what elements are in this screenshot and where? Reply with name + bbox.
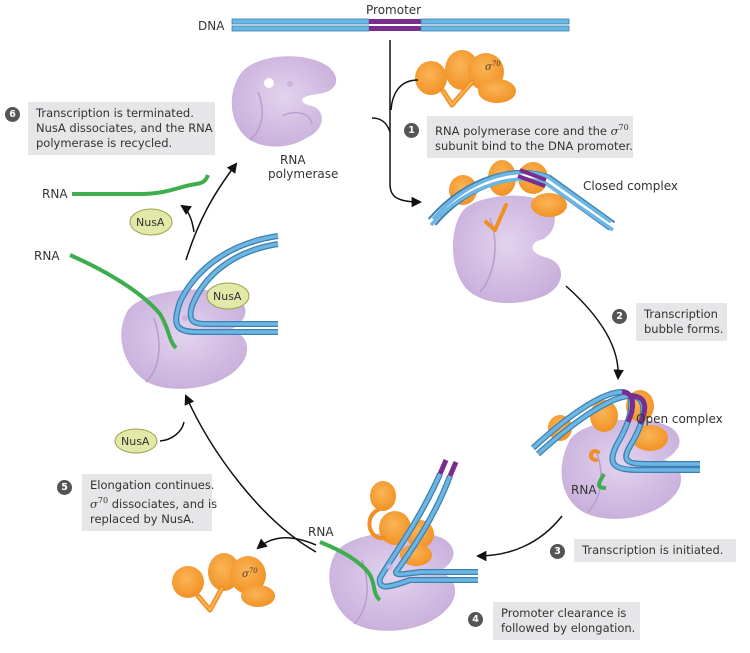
- step-3-box: Transcription is initiated.: [574, 539, 736, 562]
- step-4-line1: Promoter clearance is: [501, 606, 627, 620]
- arrow-nusa-join: [159, 421, 185, 442]
- nusa-released: [129, 208, 173, 236]
- closed-complex: [427, 160, 616, 304]
- rna-polymerase-label-line1: RNA: [280, 153, 306, 167]
- sigma70-released: [172, 553, 275, 613]
- dna-label: DNA: [198, 19, 225, 33]
- arrow-step6: [185, 162, 238, 261]
- open-complex: [530, 388, 700, 519]
- nusa-label-released: NusA: [136, 216, 165, 229]
- released-rna-label: RNA: [42, 187, 68, 201]
- arrow-sigma-release: [256, 537, 317, 550]
- released-rna: [72, 174, 210, 196]
- step-2-line2: bubble forms.: [644, 322, 724, 336]
- step-5-badge: 5: [57, 480, 72, 495]
- elongation-rna-label: RNA: [308, 525, 334, 539]
- step-1-line1: RNA polymerase core and the σ70: [435, 123, 629, 138]
- step-5-box: Elongation continues. σ70 dissociates, a…: [82, 474, 218, 531]
- step-6-line2: NusA dissociates, and the RNA: [36, 121, 213, 135]
- termination-complex: [69, 233, 279, 389]
- sigma70-label-top: σ70: [485, 60, 501, 73]
- step-1-badge: 1: [404, 123, 419, 138]
- step-1-box: RNA polymerase core and the σ70 subunit …: [427, 116, 633, 158]
- arrow-sigma-join: [390, 79, 419, 111]
- sigma70-label-bottom: σ70: [242, 567, 258, 580]
- step-6-badge: 6: [5, 107, 20, 122]
- step-5-line3: replaced by NusA.: [90, 511, 195, 526]
- top-dna-strand: [231, 18, 570, 32]
- step-6-line1: Transcription is terminated.: [36, 106, 194, 120]
- step-3-line1: Transcription is initiated.: [582, 543, 724, 557]
- arrow-release: [180, 204, 195, 233]
- arrow-step2: [565, 285, 624, 381]
- step-4-badge: 4: [468, 612, 483, 627]
- step-1-line2: subunit bind to the DNA promoter.: [435, 138, 633, 153]
- step-2-line1: Transcription: [644, 307, 718, 321]
- arrow-step1: [389, 40, 423, 208]
- step-4-box: Promoter clearance is followed by elonga…: [493, 602, 640, 640]
- promoter-label: Promoter: [366, 3, 421, 17]
- step-5-line2: σ70 dissociates, and is: [90, 496, 218, 511]
- open-complex-label: Open complex: [636, 412, 723, 426]
- arrow-polymerase-join: [371, 117, 391, 133]
- open-complex-rna-label: RNA: [571, 483, 597, 497]
- elongation-complex: [319, 459, 478, 631]
- arrow-step5: [184, 394, 317, 553]
- step-5-line1: Elongation continues.: [90, 478, 215, 492]
- rna-polymerase-core-free: [231, 56, 337, 147]
- closed-complex-label: Closed complex: [583, 179, 678, 193]
- termination-rna-label: RNA: [34, 249, 60, 263]
- nusa-label-bound: NusA: [213, 290, 242, 303]
- step-2-box: Transcription bubble forms.: [636, 303, 727, 341]
- nusa-label-join: NusA: [121, 435, 150, 448]
- nusa-free-bottom: [114, 428, 158, 454]
- step-4-line2: followed by elongation.: [501, 621, 636, 635]
- step-6-line3: polymerase is recycled.: [36, 136, 173, 150]
- step-2-badge: 2: [612, 309, 627, 324]
- step-3-badge: 3: [550, 544, 565, 559]
- step-6-box: Transcription is terminated. NusA dissoc…: [28, 102, 215, 155]
- sigma70-subunit-free: [415, 50, 516, 108]
- rna-polymerase-label-line2: polymerase: [268, 167, 338, 181]
- arrow-step3: [475, 515, 563, 562]
